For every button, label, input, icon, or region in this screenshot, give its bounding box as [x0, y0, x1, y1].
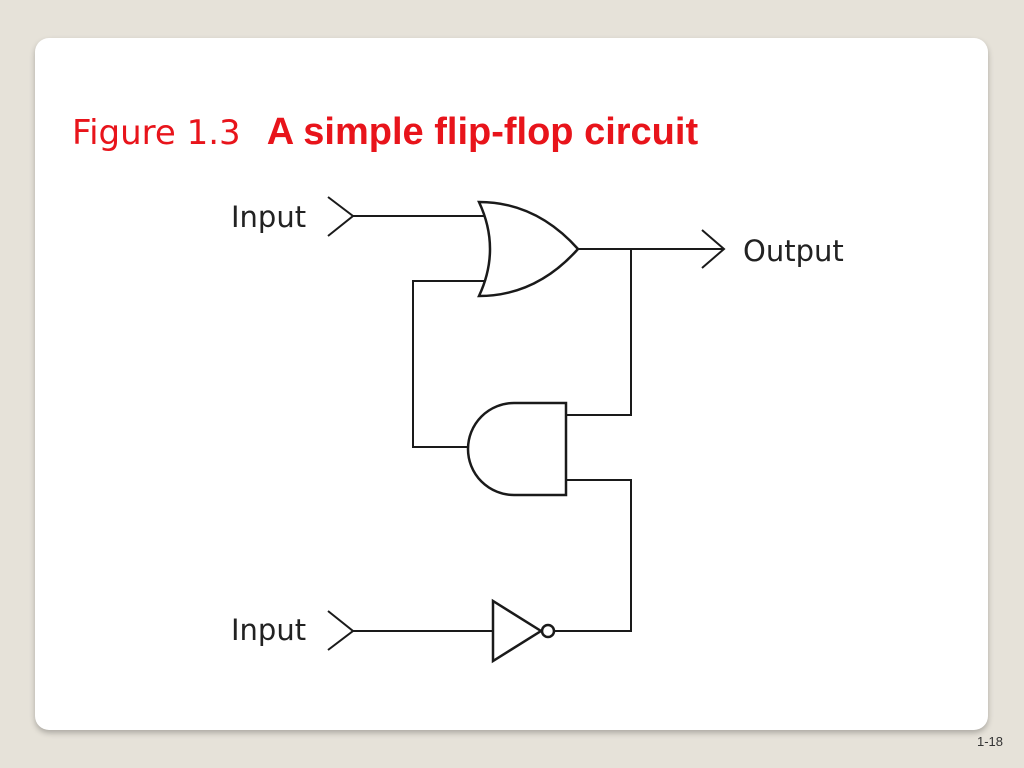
- wire-output-feedback-to-and: [566, 249, 632, 416]
- and-gate-icon: [466, 401, 568, 497]
- not-gate-bubble-icon: [540, 623, 556, 639]
- figure-label: Figure 1.3: [72, 113, 241, 153]
- input-label-top: Input: [231, 200, 306, 234]
- input-label-bottom: Input: [231, 613, 306, 647]
- slide-title: Figure 1.3 A simple flip-flop circuit: [72, 108, 698, 157]
- not-gate-icon: [491, 598, 544, 664]
- input-bottom-arrow-icon: [327, 610, 355, 651]
- figure-title: A simple flip-flop circuit: [266, 111, 699, 153]
- wire-not-to-and: [555, 479, 632, 632]
- output-label: Output: [743, 234, 844, 268]
- page-number: 1-18: [976, 734, 1003, 749]
- input-top-arrow-icon: [327, 196, 355, 237]
- wire-and-feedback-to-or: [412, 280, 489, 448]
- or-gate-icon: [477, 200, 580, 298]
